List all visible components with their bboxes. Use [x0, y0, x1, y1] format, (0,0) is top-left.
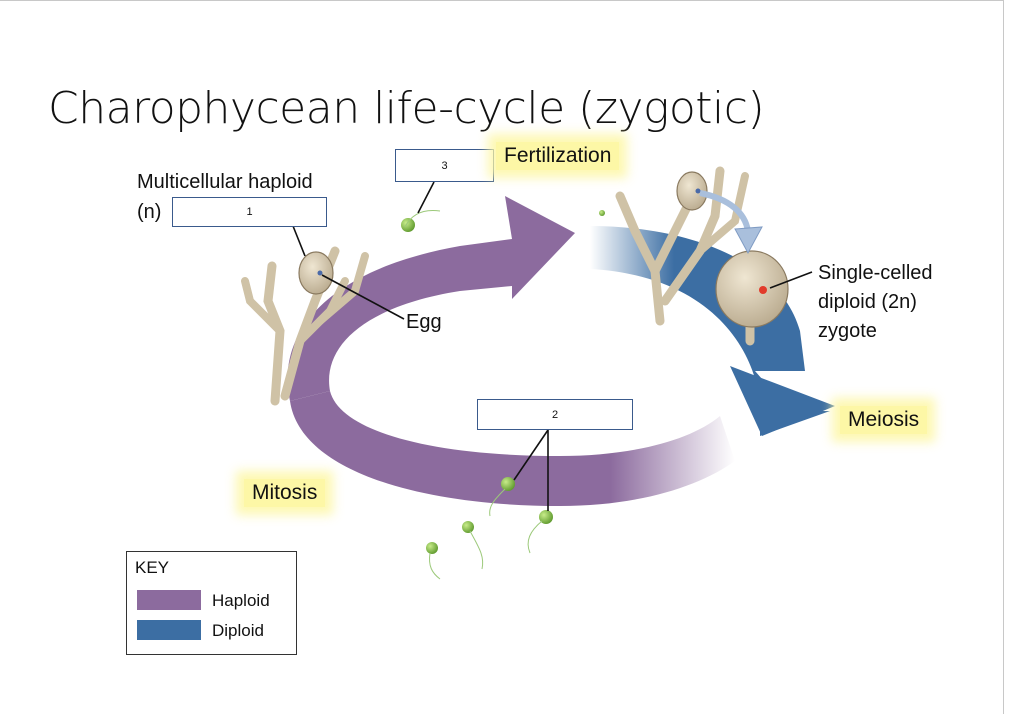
haploid-band-lower: [290, 391, 735, 506]
answer-box-1[interactable]: 1: [172, 197, 327, 227]
diploid-band: [590, 226, 830, 436]
haploid-key-label: Haploid: [212, 591, 270, 610]
haploid-swatch: [137, 590, 201, 610]
meiosis-label: Meiosis: [840, 406, 928, 434]
leader-lines: [292, 181, 813, 511]
haploid-band-left: [287, 196, 575, 401]
egg-label: Egg: [406, 311, 442, 333]
spores: [401, 210, 605, 580]
meiosis-arrowhead: [730, 366, 835, 436]
diploid-swatch: [137, 620, 201, 640]
fertilization-curve-arrowhead: [734, 226, 763, 255]
zygote-label-line2: diploid (2n): [818, 291, 917, 313]
n-label: (n): [137, 201, 162, 223]
diploid-alga: [615, 166, 789, 346]
diploid-key-label: Diploid: [212, 621, 264, 640]
key-title: KEY: [135, 558, 170, 577]
legend-key: KEY Haploid Diploid: [126, 551, 297, 655]
answer-box-2[interactable]: 2: [477, 399, 633, 430]
zygote-label: Single-celled diploid (2n) zygote: [818, 259, 933, 346]
mitosis-label: Mitosis: [244, 479, 326, 507]
fertilization-curve-arrow: [699, 190, 751, 232]
answer-box-3[interactable]: 3: [395, 149, 494, 182]
slide-title: Charophycean life-cycle (zygotic): [48, 83, 765, 134]
multicellular-haploid-label: Multicellular haploid: [137, 171, 313, 193]
zygote-label-line3: zygote: [818, 320, 877, 342]
zygote-label-line1: Single-celled: [818, 262, 933, 284]
fertilization-label: Fertilization: [496, 142, 620, 170]
